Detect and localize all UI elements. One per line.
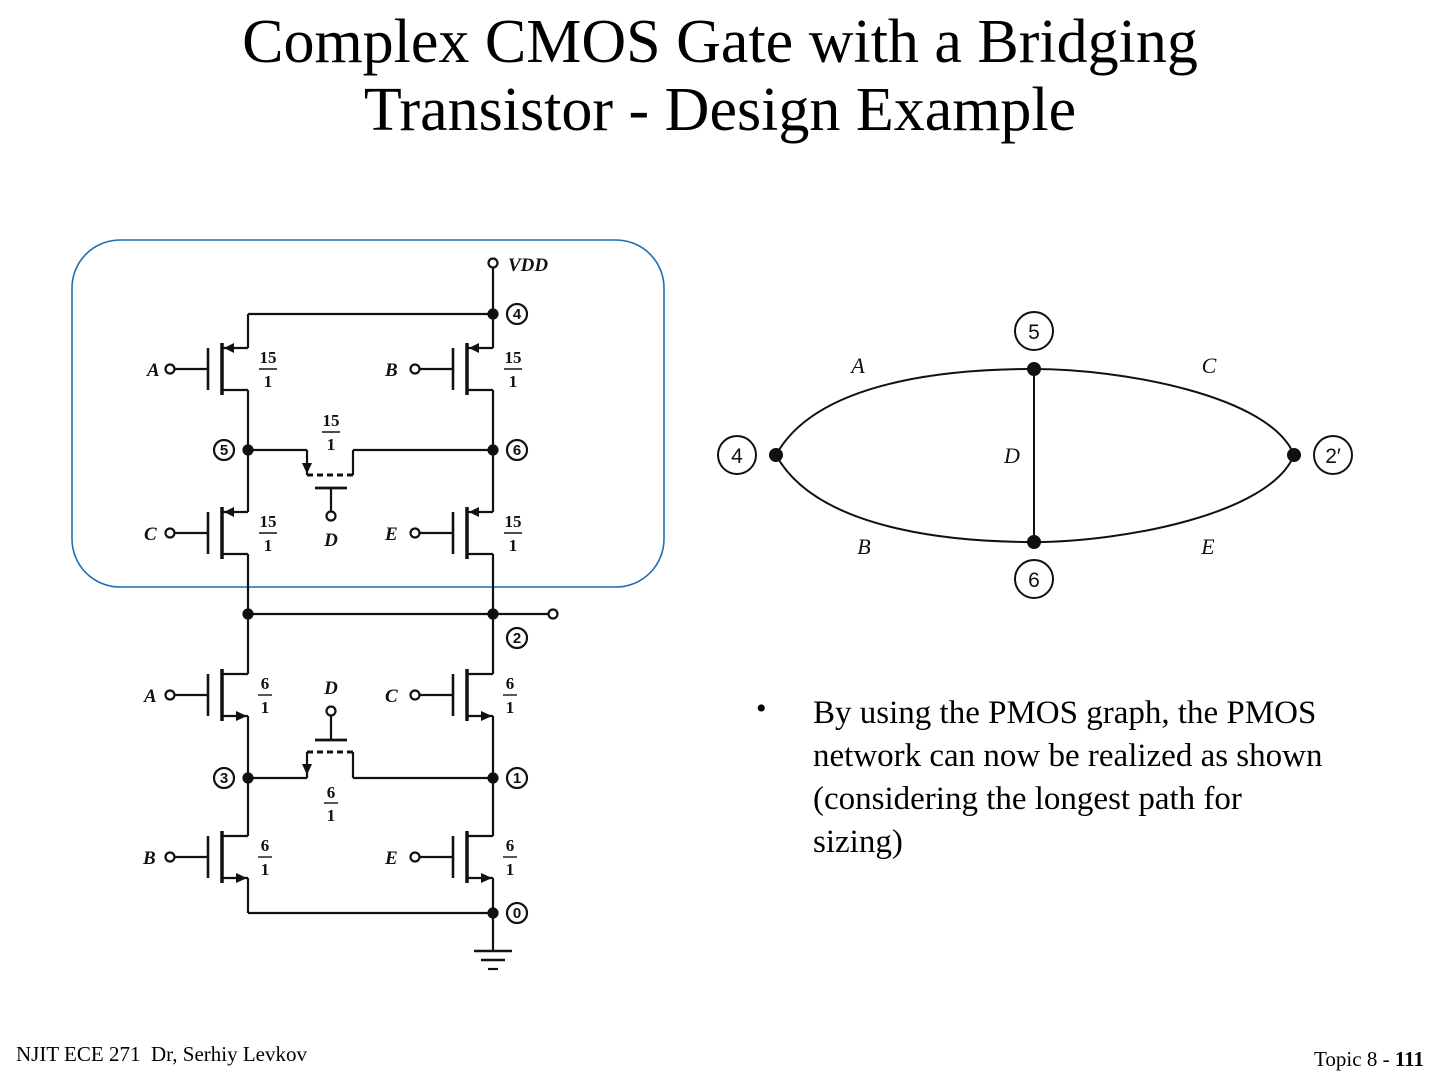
pmos-e-length: 1 xyxy=(509,536,518,555)
footer-topic: Topic 8 - xyxy=(1314,1047,1395,1071)
node-label-6: 6 xyxy=(513,442,521,459)
graph-edge-e xyxy=(1033,454,1295,543)
nmos-e xyxy=(409,778,495,913)
pmos-d-length: 1 xyxy=(327,435,336,454)
graph-edge-e-label: E xyxy=(1200,534,1215,559)
nmos-a-width: 6 xyxy=(261,674,270,693)
nmos-d-gate-label: D xyxy=(323,678,338,699)
pmos-a-width: 15 xyxy=(260,348,277,367)
pmos-d-gate-label: D xyxy=(323,530,338,551)
graph-edge-c-label: C xyxy=(1202,353,1217,378)
footer-slide-number: Topic 8 - 111 xyxy=(1314,1047,1424,1072)
nmos-d-length: 1 xyxy=(327,806,336,825)
pmos-e-width: 15 xyxy=(505,512,522,531)
node-label-0: 0 xyxy=(513,905,521,922)
graph-node-6-label: 6 xyxy=(1028,569,1040,592)
ground-icon xyxy=(474,913,512,971)
graph-edge-d-label: D xyxy=(1003,443,1020,468)
nmos-a-length: 1 xyxy=(261,698,270,717)
graph-node-2prime xyxy=(1313,435,1353,475)
pmos-highlight-frame xyxy=(71,239,665,588)
footer-course-info: NJIT ECE 271 Dr, Serhiy Levkov xyxy=(16,1042,307,1066)
pmos-d-width: 15 xyxy=(323,411,340,430)
node-label-1: 1 xyxy=(513,770,521,787)
node-marker-4 xyxy=(505,302,529,326)
bullet-text: By using the PMOS graph, the PMOS networ… xyxy=(813,695,1323,860)
nmos-b xyxy=(164,778,250,913)
node-marker-6 xyxy=(505,438,529,462)
vdd-terminal xyxy=(487,257,499,269)
node-marker-1 xyxy=(505,766,529,790)
output-terminal xyxy=(547,608,559,620)
nmos-e-gate-label: E xyxy=(384,848,398,869)
slide-title: Complex CMOS Gate with a Bridging Transi… xyxy=(0,8,1440,144)
node-label-5: 5 xyxy=(220,442,228,459)
node-marker-3 xyxy=(212,766,236,790)
pmos-b-gate-label: B xyxy=(384,360,398,381)
pmos-c xyxy=(164,450,250,614)
pmos-c-width: 15 xyxy=(260,512,277,531)
graph-node-4 xyxy=(717,435,757,475)
graph-node-4-label: 4 xyxy=(731,445,743,468)
nmos-e-length: 1 xyxy=(506,860,515,879)
pmos-b-width: 15 xyxy=(505,348,522,367)
pmos-c-gate-label: C xyxy=(144,524,157,545)
nmos-a xyxy=(164,614,250,778)
pmos-a xyxy=(164,314,250,450)
graph-node-5 xyxy=(1014,311,1054,351)
pmos-a-gate-label: A xyxy=(146,360,160,381)
node-marker-2 xyxy=(505,626,529,650)
nmos-d-width: 6 xyxy=(327,783,336,802)
pmos-c-length: 1 xyxy=(264,536,273,555)
node-label-3: 3 xyxy=(220,770,228,787)
nmos-e-width: 6 xyxy=(506,836,515,855)
nmos-a-gate-label: A xyxy=(143,686,157,707)
pmos-a-length: 1 xyxy=(264,372,273,391)
pmos-b-length: 1 xyxy=(509,372,518,391)
graph-node-6 xyxy=(1014,559,1054,599)
graph-edge-a xyxy=(775,368,1035,456)
pmos-e xyxy=(409,450,495,614)
node-label-2: 2 xyxy=(513,630,521,647)
node-label-4: 4 xyxy=(513,306,522,323)
graph-edge-a-label: A xyxy=(849,353,865,378)
graph-edge-b-label: B xyxy=(857,534,870,559)
pmos-b xyxy=(409,314,495,450)
pmos-e-gate-label: E xyxy=(384,524,398,545)
nmos-c xyxy=(409,614,495,778)
footer-page-number: 111 xyxy=(1394,1047,1424,1071)
pmos-d-bridge xyxy=(248,448,493,522)
nmos-c-width: 6 xyxy=(506,674,515,693)
node-marker-5 xyxy=(212,438,236,462)
nmos-b-width: 6 xyxy=(261,836,270,855)
graph-edge-c xyxy=(1033,368,1295,456)
nmos-d-bridge xyxy=(248,705,493,780)
bullet-marker: • xyxy=(756,692,767,725)
nmos-b-gate-label: B xyxy=(142,848,156,869)
title-line-1: Complex CMOS Gate with a Bridging xyxy=(242,8,1198,76)
node-marker-0 xyxy=(505,901,529,925)
graph-node-2prime-label: 2′ xyxy=(1325,445,1341,468)
nmos-b-length: 1 xyxy=(261,860,270,879)
vdd-label: VDD xyxy=(508,255,548,276)
nmos-c-length: 1 xyxy=(506,698,515,717)
nmos-c-gate-label: C xyxy=(385,686,398,707)
title-line-2: Transistor - Design Example xyxy=(363,76,1077,144)
graph-node-5-label: 5 xyxy=(1028,321,1040,344)
graph-edge-b xyxy=(775,454,1035,543)
